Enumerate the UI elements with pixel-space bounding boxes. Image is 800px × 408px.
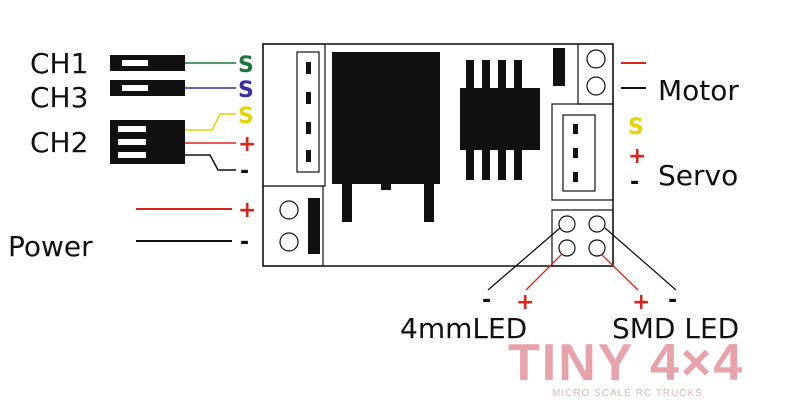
servo-label: Servo [658,159,738,192]
ch2-label: CH2 [30,126,88,159]
led4mm-minus-pin: - [482,288,491,313]
servo-signal-pin: S [628,115,644,140]
ledsmd-plus-pin: + [632,290,650,315]
motor-label: Motor [658,74,739,107]
ledsmd-minus-pin: - [668,288,677,313]
servo-plus-pin: + [628,144,646,169]
driver-chip [460,88,540,150]
servo-connector [551,103,614,201]
power-label: Power [8,230,93,263]
power-plus-pin: + [238,198,256,223]
ch2-signal-pin: S [238,104,254,129]
power-minus-pin: - [240,230,249,255]
left-connector-block [262,43,326,187]
ch2-minus-pin: - [240,159,249,184]
ch3-label: CH3 [30,81,88,114]
tiny4x4-logo: TINY 4×4 [508,334,744,392]
ch2-plus-pin: + [238,132,256,157]
power-pads [262,185,324,267]
ch1-label: CH1 [30,47,88,80]
servo-minus-pin: - [630,170,639,195]
led4mm-label: 4mmLED [400,312,527,345]
ch3-signal-pin: S [238,78,254,103]
led4mm-plus-pin: + [516,290,534,315]
tiny4x4-tagline: MICRO SCALE RC TRUCKS [552,388,703,399]
led-pads [551,209,614,267]
ledsmd-label: SMD LED [612,312,739,345]
regulator-chip [332,52,440,184]
ch1-signal-pin: S [238,53,254,78]
